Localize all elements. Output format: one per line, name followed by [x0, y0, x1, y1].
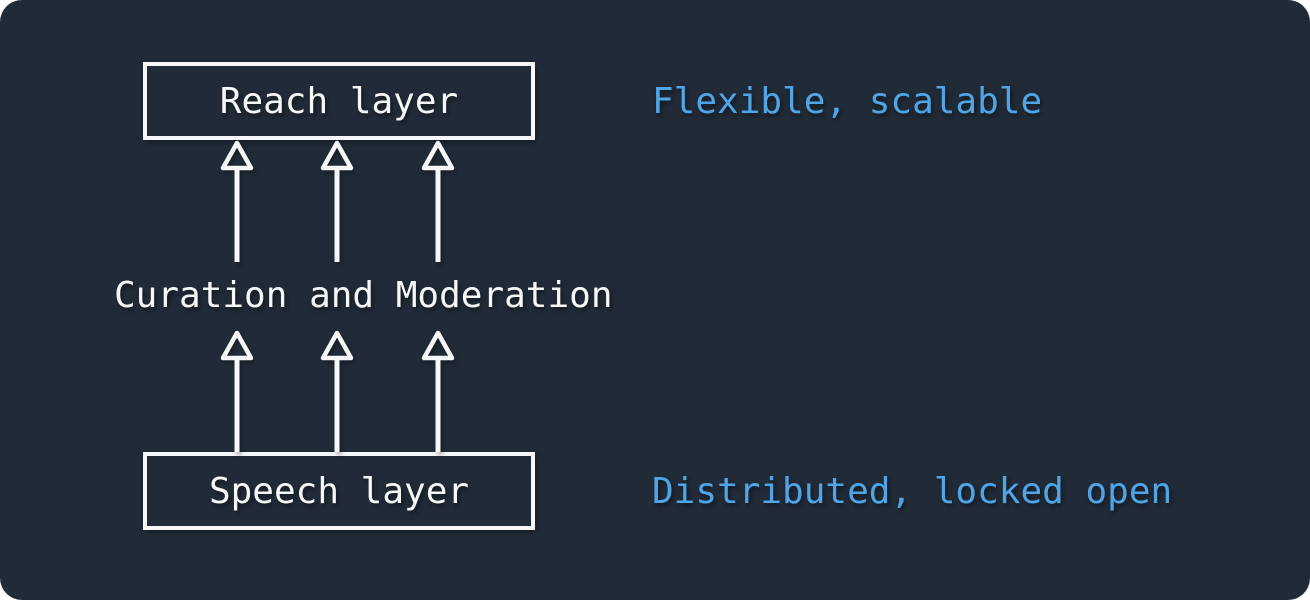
reach-annotation: Flexible, scalable [652, 80, 1043, 122]
up-arrow-bottom-center [320, 330, 354, 452]
up-arrow-top-right [421, 140, 455, 262]
curation-moderation-label: Curation and Moderation [114, 274, 613, 316]
reach-layer-label: Reach layer [219, 80, 459, 122]
up-arrow-bottom-left [220, 330, 254, 452]
speech-annotation: Distributed, locked open [652, 470, 1173, 512]
up-arrow-top-center [320, 140, 354, 262]
reach-layer-box: Reach layer [143, 62, 535, 140]
up-arrow-top-left [220, 140, 254, 262]
up-arrow-bottom-right [421, 330, 455, 452]
speech-layer-label: Speech layer [208, 470, 470, 512]
speech-layer-box: Speech layer [143, 452, 535, 530]
